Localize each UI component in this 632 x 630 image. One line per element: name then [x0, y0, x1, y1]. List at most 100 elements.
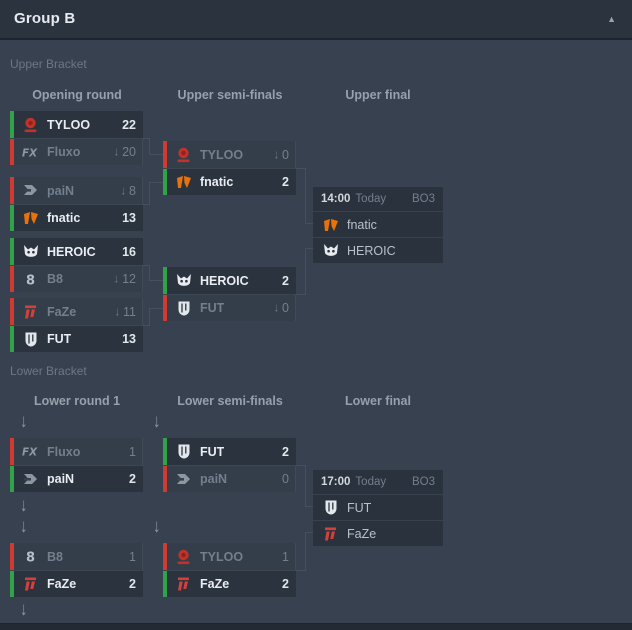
bracket-connector-line: [305, 223, 313, 224]
team-name: fnatic: [200, 175, 234, 189]
b8-logo-icon: 8: [22, 271, 39, 287]
lower-bracket-label: Lower Bracket: [10, 364, 87, 378]
faze-logo-icon: [322, 526, 339, 542]
bracket-connector-line: [296, 168, 305, 169]
bracket-connector-line: [305, 532, 306, 571]
bracket-connector-line: [305, 506, 313, 507]
down-arrow-icon: ↓: [153, 515, 161, 537]
bracket-connector-line: [305, 532, 313, 533]
fluxo-logo-icon: FX: [22, 144, 39, 160]
bracket-connector-line: [149, 182, 163, 183]
team-name: HEROIC: [47, 244, 96, 259]
down-arrow-icon: ↓: [20, 494, 28, 516]
group-header[interactable]: Group B ▲: [0, 0, 632, 40]
pain-logo-icon: [22, 471, 39, 487]
match-time: 17:00: [321, 476, 351, 488]
team-score: ↓11: [114, 304, 136, 319]
team-row[interactable]: FaZe: [313, 520, 443, 546]
pain-logo-icon: [175, 471, 192, 487]
fut-logo-icon: [175, 300, 192, 316]
down-arrow-icon: ↓: [113, 145, 120, 159]
team-row[interactable]: FaZe 2: [10, 570, 143, 597]
team-name: TYLOO: [47, 117, 91, 132]
team-score: 22: [122, 117, 136, 132]
match-day: Today: [355, 193, 387, 205]
team-row[interactable]: FaZe ↓11: [10, 298, 143, 325]
down-arrow-icon: ↓: [20, 598, 28, 620]
match-lower-r1-1: FX Fluxo 1 paiN 2: [10, 438, 143, 492]
bracket-connector-line: [149, 182, 150, 205]
faze-logo-icon: [175, 576, 192, 592]
round-title-lower-semis: Lower semi-finals: [177, 394, 283, 408]
caret-up-icon[interactable]: ▲: [607, 14, 616, 24]
team-score: 2: [129, 577, 136, 591]
b8-logo-icon: 8: [22, 549, 39, 565]
team-score: ↓0: [273, 147, 289, 162]
team-row[interactable]: paiN 2: [10, 465, 143, 492]
bracket-connector-line: [305, 248, 313, 249]
team-row[interactable]: fnatic 13: [10, 204, 143, 231]
team-name: FaZe: [47, 577, 77, 591]
team-row[interactable]: FUT ↓0: [163, 294, 296, 321]
team-row[interactable]: fnatic: [313, 211, 443, 237]
team-name: TYLOO: [200, 147, 244, 162]
match-format: BO3: [411, 476, 435, 488]
team-name: fnatic: [347, 217, 377, 232]
team-row[interactable]: 8 B8 ↓12: [10, 265, 143, 292]
bracket-connector-line: [143, 325, 149, 326]
team-row[interactable]: TYLOO 22: [10, 111, 143, 138]
down-arrow-icon: ↓: [120, 183, 127, 198]
team-row[interactable]: FUT 2: [163, 438, 296, 465]
team-row[interactable]: paiN 0: [163, 465, 296, 492]
match-upper-opening-2: paiN ↓8 fnatic 13: [10, 177, 143, 231]
svg-text:FX: FX: [22, 147, 38, 158]
bracket-connector-line: [149, 280, 163, 281]
match-upper-final[interactable]: 14:00 Today BO3 fnatic HEROIC: [313, 187, 443, 263]
match-schedule: 14:00 Today BO3: [313, 187, 443, 211]
fut-logo-icon: [22, 331, 39, 347]
team-score: 2: [282, 577, 289, 591]
bracket-connector-line: [296, 465, 305, 466]
team-row[interactable]: FUT 13: [10, 325, 143, 352]
bracket-connector-line: [296, 294, 305, 295]
fnatic-logo-icon: [322, 217, 339, 233]
team-row[interactable]: HEROIC 16: [10, 238, 143, 265]
team-name: TYLOO: [200, 549, 244, 564]
team-row[interactable]: 8 B8 1: [10, 543, 143, 570]
group-title: Group B: [14, 10, 76, 27]
round-title-opening: Opening round: [32, 88, 122, 102]
team-row[interactable]: paiN ↓8: [10, 177, 143, 204]
team-score: 2: [282, 175, 289, 189]
team-name: FaZe: [200, 577, 230, 591]
team-score: 0: [282, 472, 289, 486]
match-lower-final[interactable]: 17:00 Today BO3 FUT FaZe: [313, 470, 443, 546]
match-format: BO3: [411, 193, 435, 205]
bracket-connector-line: [305, 168, 306, 224]
team-score: 13: [122, 332, 136, 346]
team-name: HEROIC: [200, 273, 249, 288]
team-row[interactable]: FaZe 2: [163, 570, 296, 597]
team-name: fnatic: [47, 211, 81, 225]
team-row[interactable]: FX Fluxo ↓20: [10, 138, 143, 165]
team-row[interactable]: HEROIC 2: [163, 267, 296, 294]
bracket-connector-line: [149, 308, 150, 326]
team-score: ↓0: [273, 301, 289, 315]
team-name: paiN: [47, 472, 75, 486]
team-row[interactable]: TYLOO ↓0: [163, 141, 296, 168]
team-row[interactable]: FX Fluxo 1: [10, 438, 143, 465]
team-row[interactable]: fnatic 2: [163, 168, 296, 195]
team-row[interactable]: TYLOO 1: [163, 543, 296, 570]
team-score: 2: [129, 472, 136, 486]
bracket-connector-line: [143, 138, 149, 139]
bracket-connector-line: [143, 204, 149, 205]
team-row[interactable]: FUT: [313, 494, 443, 520]
team-score: 1: [129, 444, 136, 459]
team-score: 2: [282, 444, 289, 459]
bracket-connector-line: [149, 138, 150, 155]
team-score: 2: [282, 273, 289, 288]
svg-text:8: 8: [26, 551, 35, 565]
team-row[interactable]: HEROIC: [313, 237, 443, 263]
tyloo-logo-icon: [175, 549, 192, 565]
team-name: Fluxo: [47, 444, 81, 459]
